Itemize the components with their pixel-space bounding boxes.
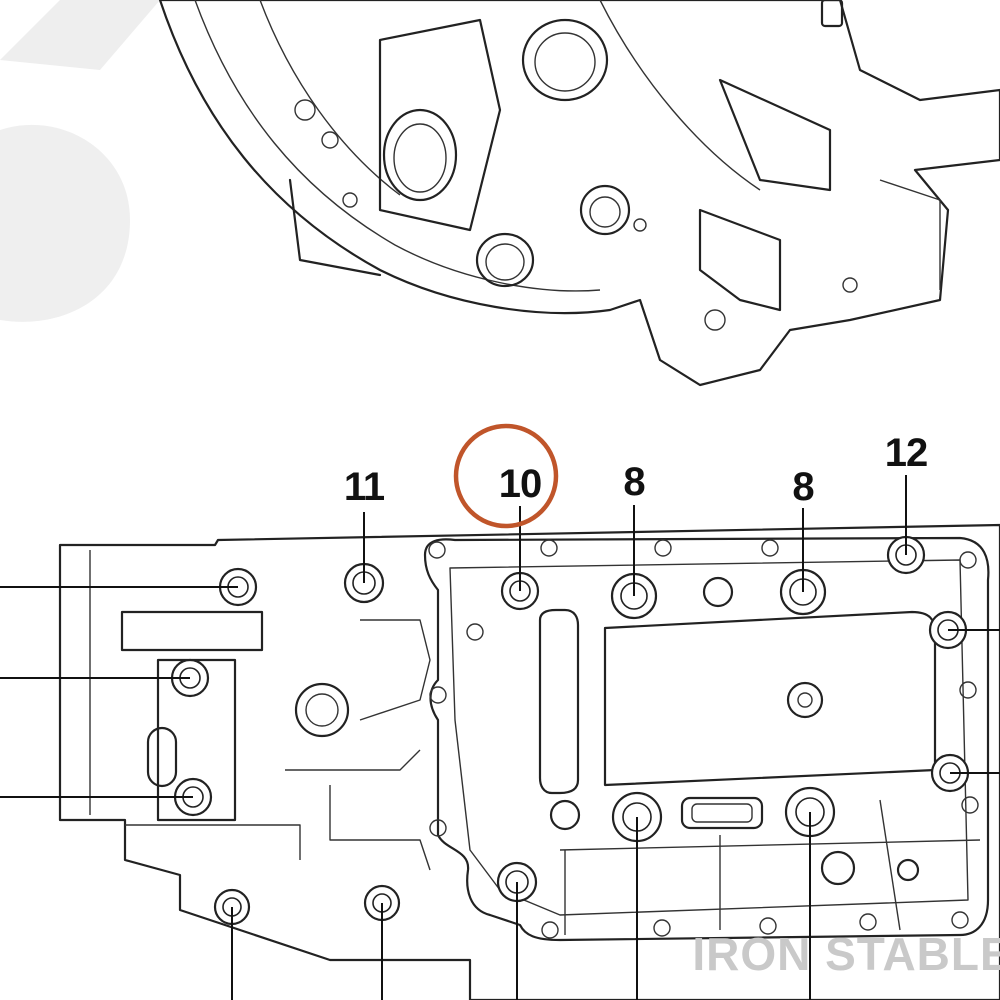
callout-11-bottom: 11 [360, 993, 401, 1000]
callout-10: 10 [499, 462, 542, 506]
highlight-ring [453, 423, 559, 529]
callout-9-bottom: 9 [221, 993, 242, 1000]
gasket-bolt-holes [428, 539, 979, 939]
watermark-text: IRON STABLE [692, 928, 1000, 980]
background-watermark-shape [0, 0, 160, 322]
callout-12: 12 [885, 431, 928, 475]
callout-8-left: 8 [623, 460, 645, 504]
callout-8-right: 8 [792, 465, 814, 509]
bolts [170, 535, 970, 926]
upper-crankcase [158, 0, 1000, 387]
callout-11-top: 11 [344, 465, 385, 509]
leader-lines [0, 475, 1000, 1000]
